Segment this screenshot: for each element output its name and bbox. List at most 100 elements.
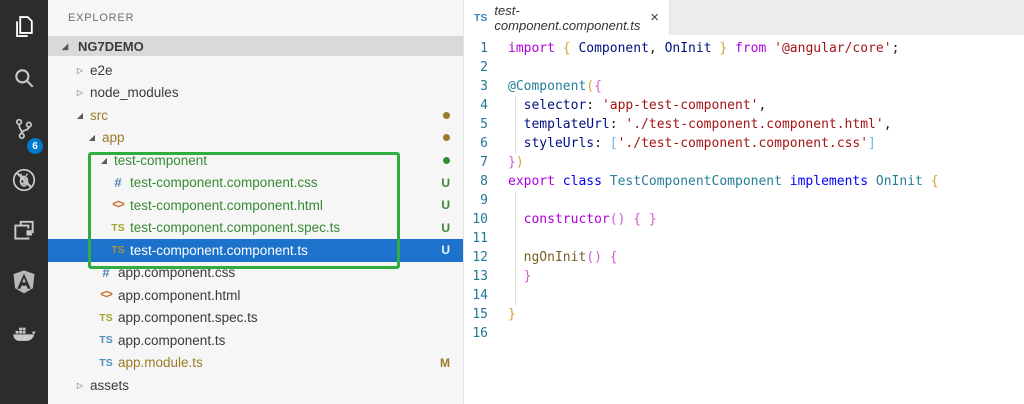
html-file-icon: <> [100,289,112,302]
code-line-13: 13 } [464,267,1024,286]
git-status-dot [443,111,450,119]
activity-bar: 6 [0,0,48,404]
line-number: 9 [480,193,488,208]
close-icon[interactable]: × [650,9,659,26]
tree-item-node_modules[interactable]: ▷ node_modules [48,82,463,105]
line-number: 4 [480,98,488,113]
code-line-12: 12 ngOnInit() { [464,248,1024,267]
sidebar-title: EXPLORER [68,12,135,24]
tree-item-src[interactable]: ◢ src [48,104,463,127]
tree-item-test-component.component.html[interactable]: <> test-component.component.html U [48,194,463,217]
activitybar-item-explorer[interactable] [0,4,48,55]
line-number: 11 [472,231,488,246]
tree-item-label: app.component.html [118,287,241,303]
chevron-expanded-icon: ◢ [76,110,84,120]
code-line-15: 15} [464,305,1024,324]
explorer-sidebar: EXPLORER ◢ NG7DEMO ▷ e2e ▷ node_modules ◢ src… [48,0,463,404]
debug-icon [10,166,38,199]
tab-test-component-ts[interactable]: TS test-component.component.ts × [464,0,670,35]
tree-item-label: src [90,107,108,123]
git-status-dot [443,134,450,142]
ts-file-icon: TS [111,244,125,257]
css-file-icon: # [102,265,110,281]
code-line-10: 10 constructor() { } [464,210,1024,229]
line-number: 7 [480,155,488,170]
file-tree: ▷e2e▷node_modules◢src◢app◢test-component… [48,59,463,397]
line-number: 14 [472,288,488,303]
activitybar-item-docker[interactable] [0,310,48,361]
chevron-collapsed-icon: ▷ [76,380,84,390]
docker-icon [10,319,38,352]
line-number: 12 [472,250,488,265]
git-status-badge: U [441,198,450,213]
tab-bar: TS test-component.component.ts × [464,0,1024,35]
line-number: 5 [480,117,488,132]
tree-item-assets[interactable]: ▷ assets [48,374,463,397]
tree-item-app[interactable]: ◢app [48,127,463,150]
tree-item-app.component.spec.ts[interactable]: TS app.component.spec.ts [48,307,463,330]
code-line-7: 7}) [464,153,1024,172]
ts-spec-file-icon: TS [111,221,125,234]
source-control-icon [11,116,37,147]
activitybar-item-source-control[interactable]: 6 [0,106,48,157]
extensions-icon [11,218,37,249]
code-line-2: 2 [464,58,1024,77]
tree-item-label: app.component.spec.ts [118,310,258,326]
tree-item-label: e2e [90,62,113,78]
code-line-9: 9 [464,191,1024,210]
activitybar-item-extensions[interactable] [0,208,48,259]
line-number: 2 [480,60,488,75]
indent-guide [515,191,516,305]
activitybar-item-debug[interactable] [0,157,48,208]
html-file-icon: <> [112,199,124,212]
code-line-5: 5 templateUrl: './test-component.compone… [464,115,1024,134]
tree-item-label: test-component.component.html [130,197,323,213]
tree-item-label: test-component.component.css [130,175,318,191]
git-status-badge: U [441,220,450,235]
chevron-expanded-icon: ◢ [100,155,108,165]
tree-item-app.component.css[interactable]: # app.component.css [48,262,463,285]
tree-item-label: test-component.component.spec.ts [130,220,341,236]
workspace-section-header[interactable]: ◢ NG7DEMO [48,36,463,56]
line-number: 16 [472,326,488,341]
angular-icon [10,268,38,301]
tree-item-label: node_modules [90,85,179,101]
tree-item-test-component[interactable]: ◢test-component [48,149,463,172]
line-number: 15 [472,307,488,322]
chevron-collapsed-icon: ▷ [76,65,84,75]
chevron-collapsed-icon: ▷ [76,88,84,98]
line-number: 13 [472,269,488,284]
git-status-badge: M [440,355,450,370]
tree-item-test-component.component.ts[interactable]: TS test-component.component.ts U [48,239,463,262]
activitybar-item-search[interactable] [0,55,48,106]
git-status-badge: U [441,243,450,258]
line-number: 6 [480,136,488,151]
tree-item-e2e[interactable]: ▷ e2e [48,59,463,82]
tree-item-label: app.module.ts [118,355,203,371]
line-number: 8 [480,174,488,189]
ts-file-icon: TS [99,356,113,369]
tree-item-label: test-component.component.ts [130,242,308,258]
activitybar-item-angular[interactable] [0,259,48,310]
tree-item-label: app.component.ts [118,332,226,348]
git-status-dot [443,156,450,164]
code-line-6: 6 styleUrls: ['./test-component.componen… [464,134,1024,153]
tree-item-label: app.component.css [118,265,236,281]
ts-spec-file-icon: TS [99,311,113,324]
line-number: 3 [480,79,488,94]
git-status-badge: U [441,175,450,190]
typescript-file-icon: TS [474,11,488,24]
tree-item-app.module.ts[interactable]: TS app.module.ts M [48,352,463,375]
code-line-4: 4 selector: 'app-test-component', [464,96,1024,115]
tree-item-label: assets [90,377,130,393]
tree-item-test-component.component.spec.ts[interactable]: TS test-component.component.spec.ts U [48,217,463,240]
tree-item-app.component.html[interactable]: <> app.component.html [48,284,463,307]
scm-changes-badge: 6 [27,138,43,154]
code-line-16: 16 [464,324,1024,343]
